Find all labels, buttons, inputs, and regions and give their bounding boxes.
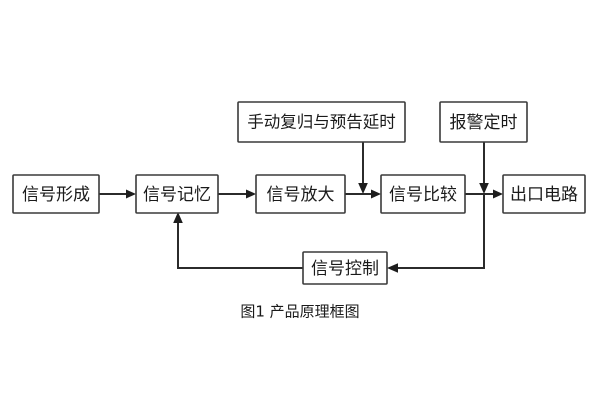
arrow-head-icon: [173, 212, 183, 223]
node-label-alarm-timer: 报警定时: [450, 113, 518, 133]
edge-output-branch-to-control: [387, 194, 485, 273]
node-label-signal-control: 信号控制: [311, 259, 379, 279]
node-signal-amplify[interactable]: 信号放大: [255, 174, 346, 214]
node-label-signal-compare: 信号比较: [389, 185, 457, 205]
node-manual-reset-prealarm-delay[interactable]: 手动复归与预告延时: [237, 101, 406, 143]
node-label-output-circuit: 出口电路: [510, 185, 578, 205]
arrow-head-icon: [246, 189, 256, 199]
arrow-head-icon: [126, 189, 136, 199]
node-alarm-timer[interactable]: 报警定时: [439, 101, 528, 143]
edge-compare-to-output: [465, 189, 503, 199]
node-output-circuit[interactable]: 出口电路: [502, 174, 586, 214]
edge-alarm-timer-to-output: [479, 142, 489, 194]
node-label-manual-reset-prealarm-delay: 手动复归与预告延时: [247, 113, 396, 132]
arrow-head-icon: [493, 189, 503, 199]
arrow-head-icon: [387, 263, 398, 273]
node-signal-control[interactable]: 信号控制: [302, 251, 388, 285]
edge-memory-to-amplify: [218, 189, 256, 199]
node-label-signal-memory: 信号记忆: [143, 185, 211, 205]
edge-manual-reset-to-compare: [358, 142, 368, 194]
node-signal-compare[interactable]: 信号比较: [380, 174, 466, 214]
edge-amplify-to-compare: [345, 189, 381, 199]
node-label-signal-amplify: 信号放大: [267, 185, 335, 205]
arrow-head-icon: [479, 183, 489, 194]
arrow-head-icon: [371, 189, 381, 199]
node-signal-memory[interactable]: 信号记忆: [135, 174, 219, 214]
edge-control-to-memory: [173, 212, 303, 269]
node-signal-formation[interactable]: 信号形成: [12, 174, 100, 214]
edge-formation-to-memory: [99, 189, 136, 199]
arrow-head-icon: [358, 183, 368, 194]
figure-caption: 图1 产品原理框图: [240, 303, 359, 321]
node-label-signal-formation: 信号形成: [22, 185, 90, 205]
